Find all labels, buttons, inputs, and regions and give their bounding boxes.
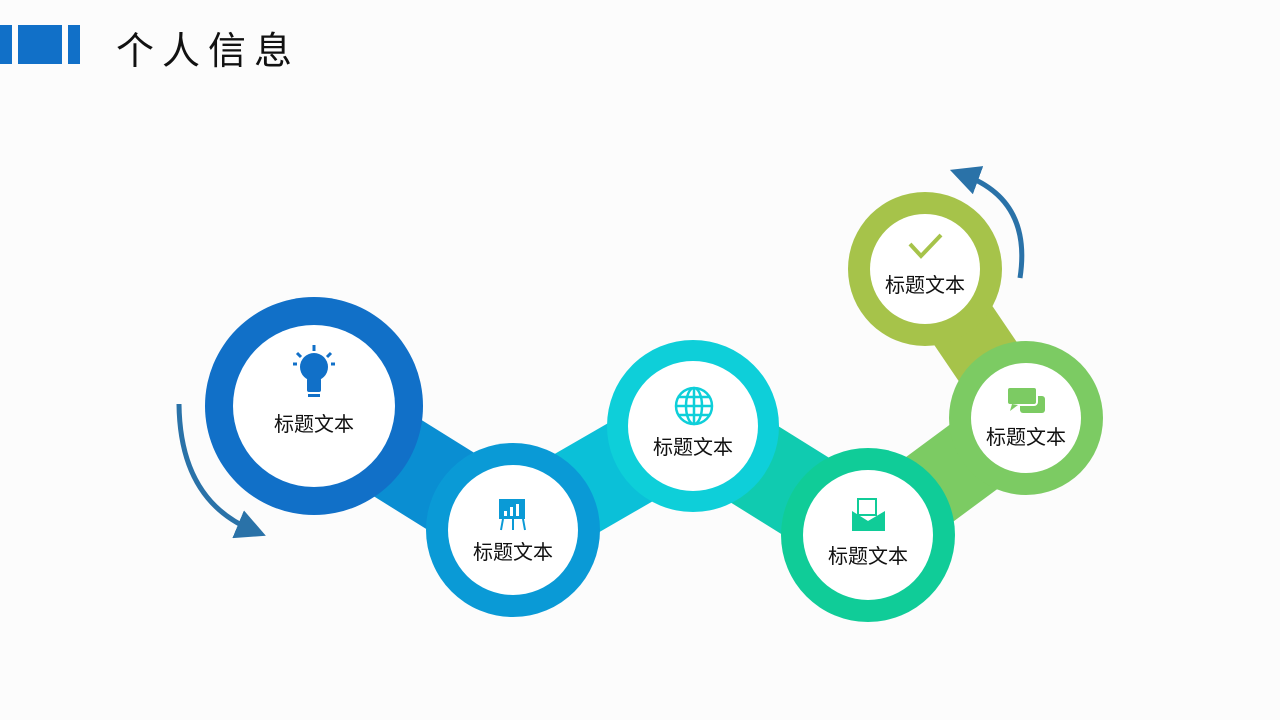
title-bar-deco (18, 25, 62, 64)
globe-icon (674, 386, 714, 426)
step-label: 标题文本 (885, 273, 965, 297)
envelope-icon (852, 498, 885, 531)
lightbulb-icon (293, 345, 335, 397)
page-title: 个人信息 (116, 29, 301, 73)
checkmark-icon (908, 233, 943, 259)
chat-bubbles-icon (1006, 386, 1045, 413)
curved-arrow-icon (176, 403, 266, 539)
step-label: 标题文本 (986, 425, 1066, 449)
presentation-chart-icon (499, 499, 526, 531)
curved-arrow-icon (949, 166, 1025, 279)
step-label: 标题文本 (828, 544, 908, 568)
title-bar-deco (0, 25, 12, 64)
title-bar-deco (68, 25, 80, 64)
step-label: 标题文本 (274, 412, 354, 436)
step-label: 标题文本 (653, 435, 733, 459)
step-label: 标题文本 (473, 540, 553, 564)
